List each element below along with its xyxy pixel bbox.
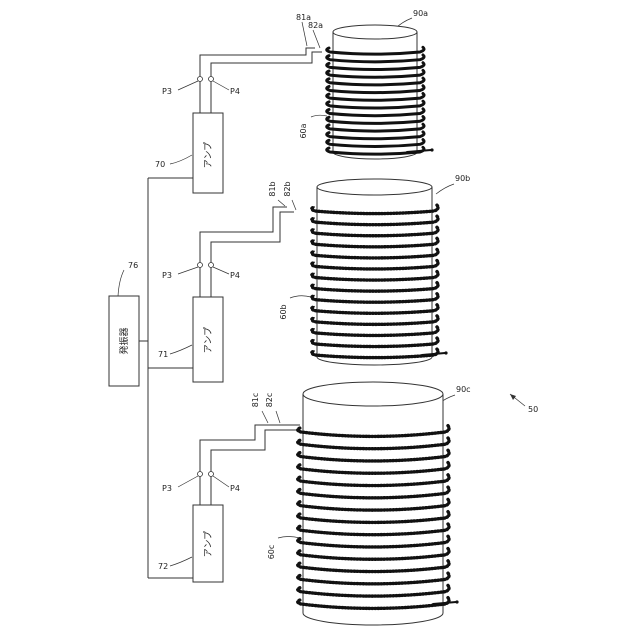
- terminal-p4-b: [209, 263, 214, 268]
- p3-leader-c: [178, 476, 198, 487]
- terminal-p4-c: [209, 472, 214, 477]
- p4-label-c: P4: [230, 484, 240, 493]
- amp-label-a: アンプ: [203, 142, 214, 168]
- coil-end-dot: [430, 148, 433, 151]
- output-wire-1-b: [200, 207, 287, 297]
- p4-leader-b: [213, 267, 229, 274]
- cylinder-b: [312, 179, 448, 365]
- system-reference: 50: [510, 394, 538, 414]
- system-ref-label: 50: [528, 405, 538, 414]
- terminal-p3-c: [198, 472, 203, 477]
- oscillator-label: 発振器: [118, 327, 130, 354]
- output-wire-1-a: [200, 48, 315, 113]
- stage-b: アンプ 71 P3 P4 81b 82b 90b 60b: [158, 174, 470, 382]
- output-wire-2-b: [211, 212, 294, 297]
- amp-ref-leader-c: [170, 557, 192, 566]
- wire1-leader-b: [278, 200, 285, 206]
- cylinder-c: [298, 382, 459, 625]
- amp-ref-leader-b: [170, 345, 192, 354]
- coil-end-dot: [444, 351, 447, 354]
- oscillator-leader: [118, 270, 124, 296]
- amp-ref-a: 70: [155, 160, 165, 169]
- wire2-label-a: 82a: [308, 21, 323, 30]
- p3-leader-b: [178, 267, 198, 274]
- wire2-label-b: 82b: [283, 181, 292, 196]
- wire2-label-c: 82c: [265, 393, 274, 408]
- cylinder-top: [317, 179, 432, 195]
- coil-end-dot: [455, 600, 458, 603]
- p4-leader-c: [213, 476, 229, 487]
- p3-label-c: P3: [162, 484, 172, 493]
- amp-label-b: アンプ: [203, 327, 214, 353]
- coil-label-c: 60c: [267, 545, 276, 560]
- wire1-label-c: 81c: [251, 393, 260, 408]
- terminal-p3-a: [198, 77, 203, 82]
- cylinder-label-a: 90a: [413, 9, 428, 18]
- wire1-leader-c: [262, 411, 268, 423]
- p4-leader-a: [213, 81, 229, 90]
- p3-leader-a: [178, 81, 198, 90]
- terminal-p3-b: [198, 263, 203, 268]
- p3-label-b: P3: [162, 271, 172, 280]
- oscillator-ref: 76: [128, 261, 138, 270]
- amp-ref-b: 71: [158, 350, 168, 359]
- wire2-leader-c: [276, 411, 280, 423]
- wire1-label-b: 81b: [268, 181, 277, 196]
- amp-label-c: アンプ: [203, 531, 214, 557]
- cylinder-top: [303, 382, 443, 406]
- wire2-leader-a: [313, 30, 320, 48]
- oscillator-bus: [139, 178, 193, 578]
- cylinder-leader-b: [436, 184, 454, 194]
- cylinder-top: [333, 25, 417, 39]
- terminal-p4-a: [209, 77, 214, 82]
- stage-c: アンプ 72 P3 P4 81c 82c 90c 60c: [158, 382, 471, 625]
- oscillator: 発振器 76: [109, 261, 139, 386]
- coil-leader-b: [290, 296, 311, 298]
- amp-ref-leader-a: [170, 155, 192, 164]
- amp-ref-c: 72: [158, 562, 168, 571]
- p3-label-a: P3: [162, 87, 172, 96]
- coil-leader-a: [311, 115, 327, 117]
- cylinder-label-b: 90b: [455, 174, 470, 183]
- p4-label-b: P4: [230, 271, 240, 280]
- output-wire-1-c: [200, 425, 300, 505]
- p4-label-a: P4: [230, 87, 240, 96]
- coil-leader-c: [278, 537, 300, 539]
- cylinder-a: [327, 25, 434, 159]
- stage-a: アンプ 70 P3 P4 81a 82a 90a 60a: [155, 9, 434, 193]
- output-wire-2-c: [211, 430, 300, 505]
- wire2-leader-b: [292, 200, 296, 210]
- cylinder-label-c: 90c: [456, 385, 471, 394]
- output-wire-2-a: [211, 52, 322, 113]
- coil-label-b: 60b: [279, 304, 288, 319]
- system-ref-arrowhead: [510, 394, 516, 400]
- wire1-leader-a: [302, 22, 307, 46]
- coil-label-a: 60a: [299, 123, 308, 138]
